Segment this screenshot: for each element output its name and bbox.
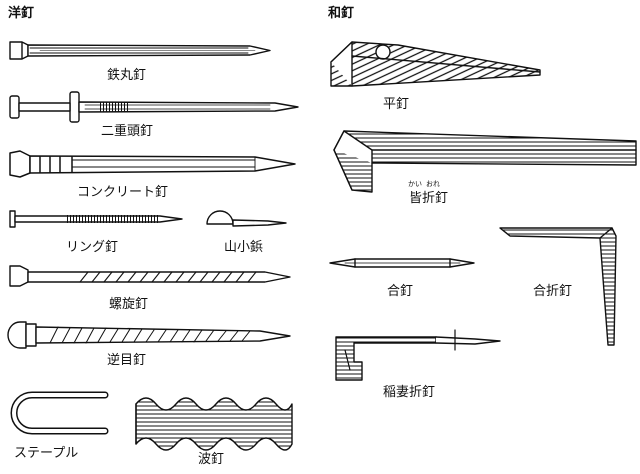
- corrugated-fastener-drawing: [135, 397, 293, 451]
- label-double-headed-nail: 二重頭釘: [101, 124, 154, 139]
- label-bent-cut-nail: 皆折釘: [409, 191, 449, 206]
- double-headed-nail-drawing: [9, 91, 299, 123]
- label-small-tack: 山小鋲: [224, 240, 264, 255]
- label-common-wire-nail: 鉄丸釘: [107, 68, 147, 83]
- small-tack-drawing: [206, 210, 287, 227]
- section-western-header: 洋釘: [8, 6, 35, 21]
- label-ring-nail: リング釘: [66, 240, 119, 255]
- label-barbed-nail: 逆目釘: [107, 353, 147, 368]
- label-zigzag-bent-nail: 稲妻折釘: [383, 385, 436, 400]
- common-wire-nail-drawing: [9, 41, 271, 60]
- ruby-kai: かい: [408, 180, 422, 188]
- double-pointed-nail-drawing: [329, 258, 475, 268]
- staple-drawing: [10, 391, 109, 435]
- label-double-pointed-nail: 合釘: [387, 284, 414, 299]
- section-japanese-header: 和釘: [328, 6, 355, 21]
- ruby-ore: おれ: [426, 180, 440, 188]
- bent-cut-nail-drawing: [333, 130, 637, 193]
- spiral-nail-drawing: [9, 265, 291, 287]
- label-spiral-nail: 螺旋釘: [109, 297, 149, 312]
- label-concrete-nail: コンクリート釘: [77, 185, 169, 200]
- ring-nail-drawing: [9, 210, 183, 228]
- label-corrugated-fastener: 波釘: [198, 452, 225, 467]
- label-flat-cut-nail: 平釘: [383, 97, 410, 112]
- zigzag-bent-nail-drawing: [335, 329, 501, 381]
- label-staple: ステープル: [14, 446, 79, 461]
- barbed-nail-drawing: [7, 321, 291, 349]
- label-bent-double-pointed-nail: 合折釘: [533, 284, 573, 299]
- flat-cut-nail-drawing: [330, 41, 541, 87]
- concrete-nail-drawing: [9, 150, 296, 178]
- bent-double-pointed-nail-drawing: [499, 227, 617, 346]
